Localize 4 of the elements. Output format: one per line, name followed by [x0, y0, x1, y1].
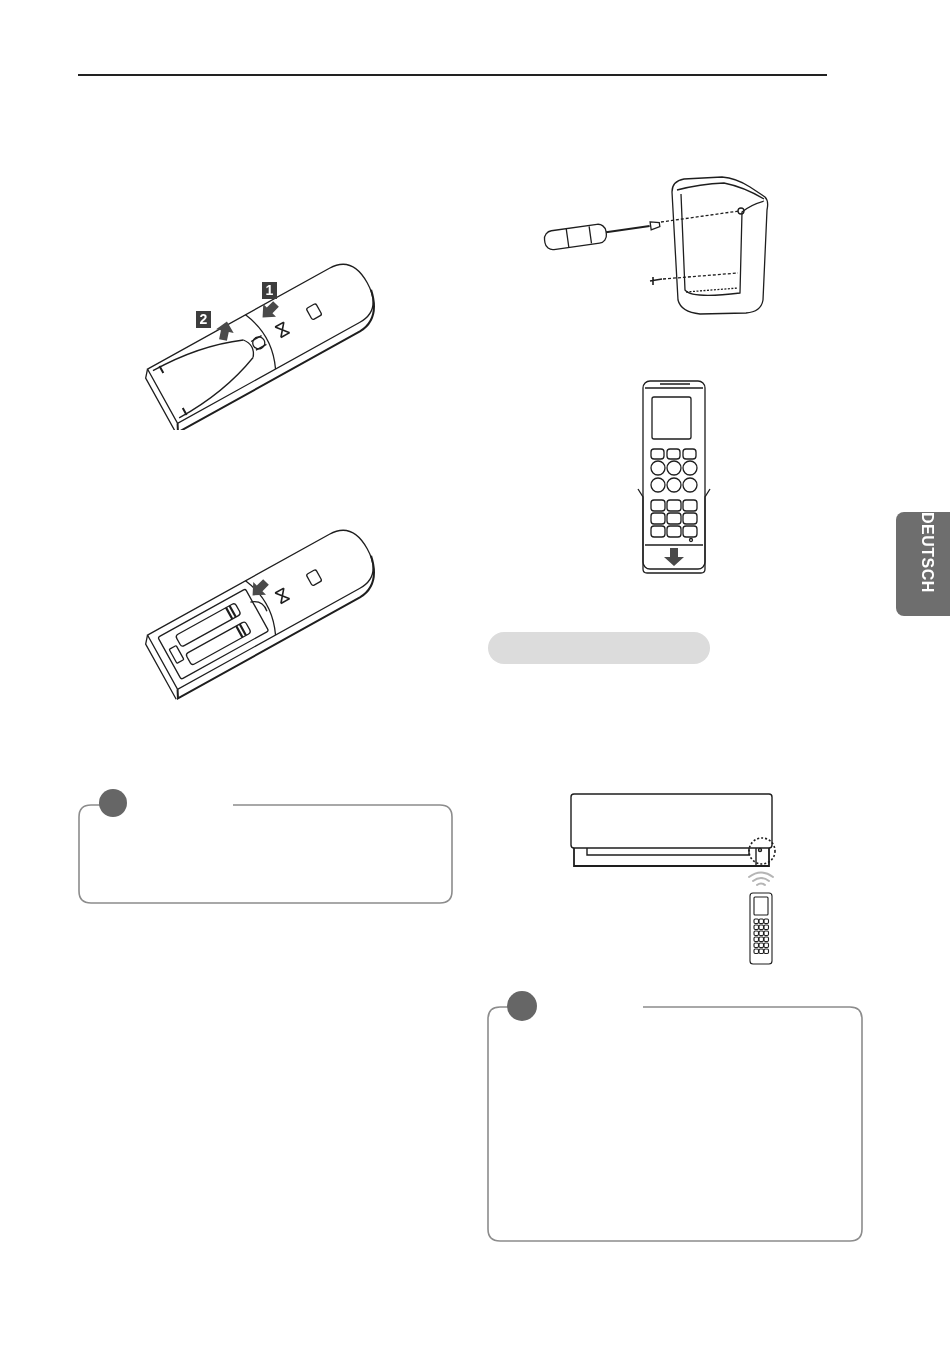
language-tab: DEUTSCH [896, 512, 950, 616]
callout-number: 2 [196, 311, 211, 328]
callout-number: 1 [262, 282, 277, 299]
heading-bar [488, 632, 710, 664]
